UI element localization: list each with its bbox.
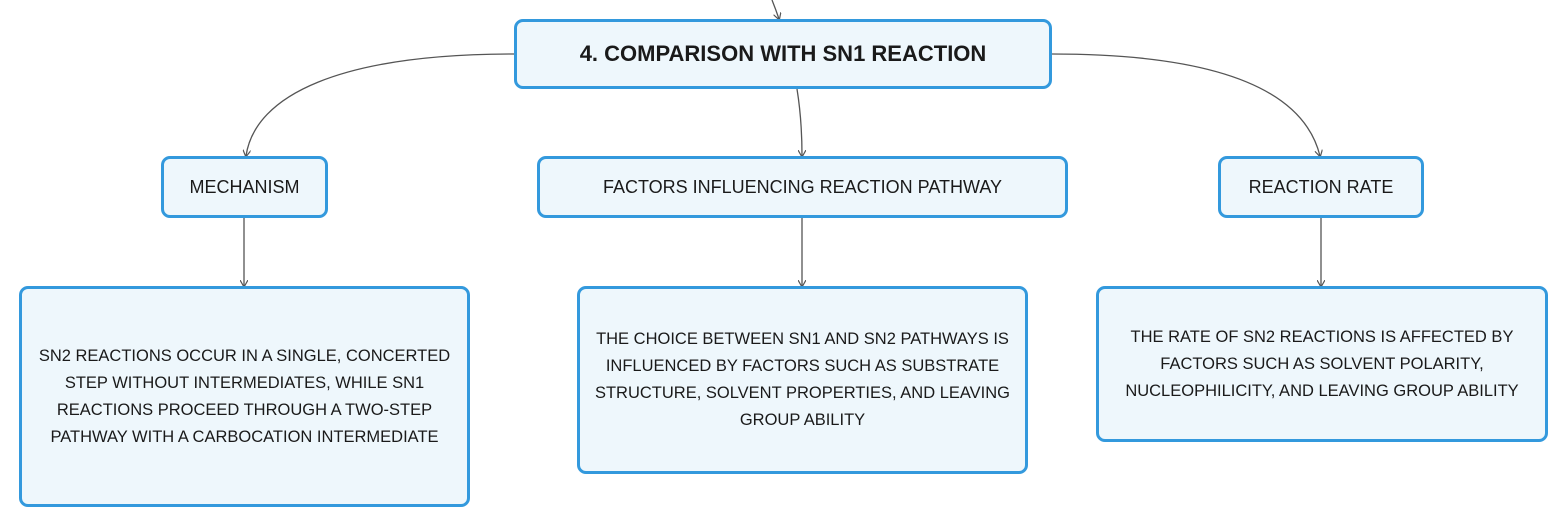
connector-root-to-factors [796,88,802,156]
detail-node-reaction-rate[interactable]: THE RATE OF SN2 REACTIONS IS AFFECTED BY… [1096,286,1548,442]
detail-node-text: THE RATE OF SN2 REACTIONS IS AFFECTED BY… [1125,327,1519,400]
detail-node-factors[interactable]: THE CHOICE BETWEEN SN1 AND SN2 PATHWAYS … [577,286,1028,474]
detail-node-text: THE CHOICE BETWEEN SN1 AND SN2 PATHWAYS … [594,330,1011,429]
branch-node-reaction-rate[interactable]: REACTION RATE [1218,156,1424,218]
branch-node-label: MECHANISM [189,176,300,197]
connector-root-to-mechanism [246,53,515,156]
branch-node-label: REACTION RATE [1248,176,1394,197]
connector-parent-to-root [771,0,779,19]
branch-node-mechanism[interactable]: MECHANISM [161,156,328,218]
detail-node-mechanism[interactable]: SN2 REACTIONS OCCUR IN A SINGLE, CONCERT… [19,286,470,507]
root-node-label: 4. COMPARISON WITH SN1 REACTION [579,41,987,66]
root-node[interactable]: 4. COMPARISON WITH SN1 REACTION [514,19,1052,89]
detail-node-text: SN2 REACTIONS OCCUR IN A SINGLE, CONCERT… [38,346,451,446]
branch-node-label: FACTORS INFLUENCING REACTION PATHWAY [602,176,1003,197]
connector-root-to-rate [1051,53,1320,156]
branch-node-factors[interactable]: FACTORS INFLUENCING REACTION PATHWAY [537,156,1068,218]
